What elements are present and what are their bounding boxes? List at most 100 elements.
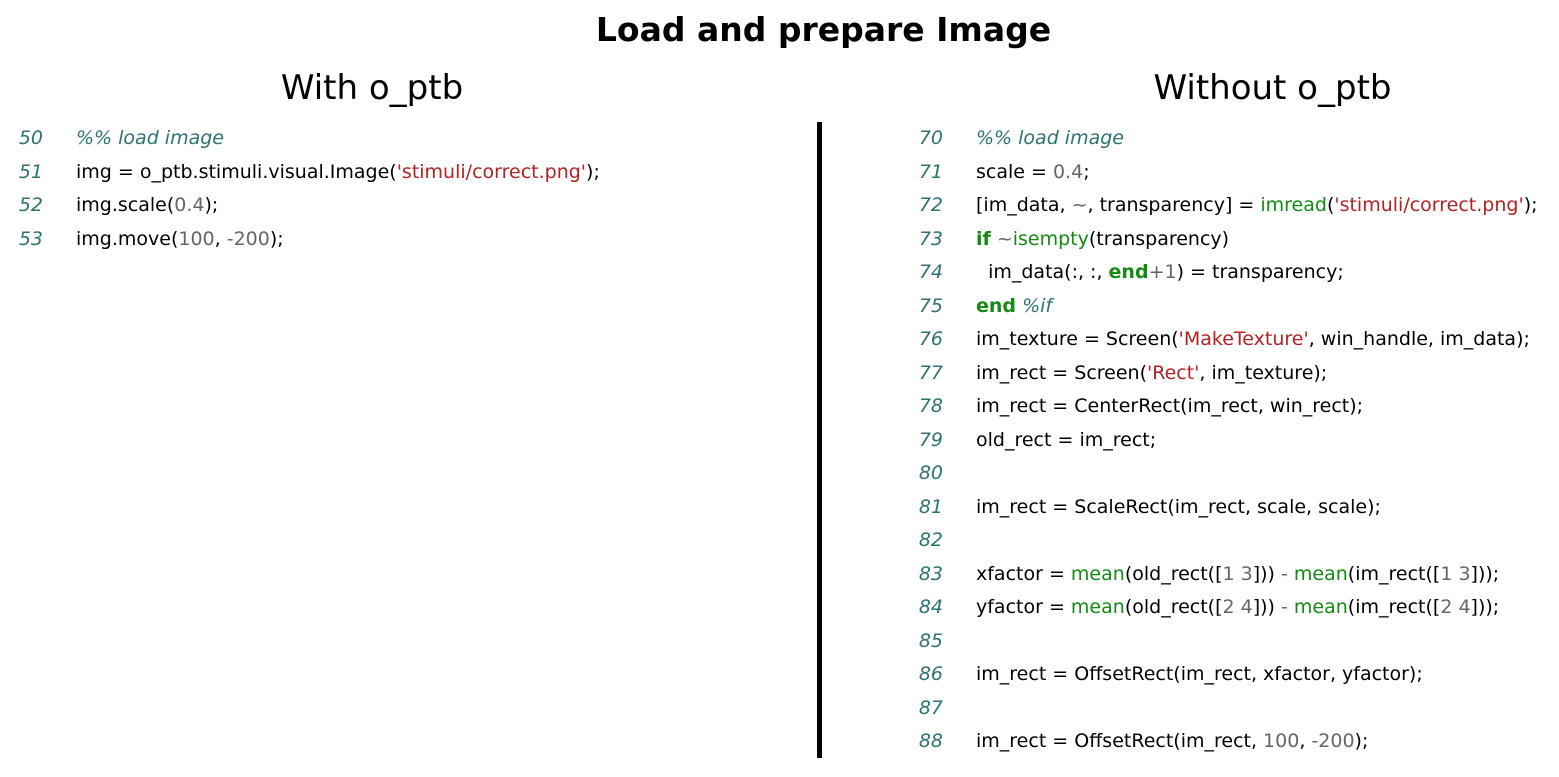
line-number: 74 <box>918 261 943 283</box>
code-line: 72 [im_data, ~, transparency] = imread('s… <box>900 189 1555 223</box>
code-token-plain: , win_handle, im_data); <box>1308 328 1530 350</box>
code-line: 86 im_rect = OffsetRect(im_rect, xfactor,… <box>900 658 1555 692</box>
code-token-plain: (im_rect([ <box>1347 562 1441 585</box>
code-token-comment: %if <box>1022 294 1053 317</box>
code-text: xfactor = mean(old_rect([1 3])) - mean(i… <box>976 558 1499 592</box>
code-text: end %if <box>976 290 1052 324</box>
code-token-number: 0.4 <box>1052 160 1084 183</box>
line-number: 71 <box>918 160 943 183</box>
code-token-string: 'MakeTexture' <box>1178 328 1309 350</box>
code-token-plain: im_rect = OffsetRect(im_rect, xfactor, y… <box>976 663 1423 685</box>
code-token-comment: %% load image <box>976 127 1124 149</box>
code-text: yfactor = mean(old_rect([2 4])) - mean(i… <box>976 591 1499 625</box>
right-code-panel: 70 %% load image 71 scale = 0.4; 72 [im_data,… <box>900 122 1555 759</box>
code-token-number: 2 4 <box>1222 596 1253 618</box>
code-token-number: 100 <box>178 227 215 250</box>
code-token-plain: [im_data, <box>976 194 1072 216</box>
code-text: im_texture = Screen('MakeTexture', win_h… <box>976 323 1530 357</box>
code-token-plain: (old_rect([ <box>1124 562 1223 585</box>
code-token-op: ~ <box>1071 194 1088 216</box>
code-token-number: 1 3 <box>1222 562 1253 585</box>
code-token-number: 2 4 <box>1440 596 1471 618</box>
code-token-plain: ); <box>269 227 284 250</box>
code-line: 50 %% load image <box>0 122 800 156</box>
code-text: img.scale(0.4); <box>76 189 218 223</box>
code-token-func: mean <box>1070 596 1125 618</box>
code-text: im_data(:, :, end+1) = transparency; <box>976 256 1344 290</box>
line-number: 88 <box>918 730 943 752</box>
code-token-op: - <box>1281 562 1288 585</box>
code-line: 71 scale = 0.4; <box>900 156 1555 190</box>
code-token-plain: ])) <box>1252 596 1281 618</box>
code-text: img.move(100, -200); <box>76 223 284 257</box>
code-token-plain: yfactor = <box>976 596 1071 618</box>
code-token-keyword: if <box>976 227 991 250</box>
code-token-op: - <box>1281 596 1288 618</box>
code-token-plain: im_rect = OffsetRect(im_rect, <box>976 730 1264 752</box>
code-text: scale = 0.4; <box>976 156 1090 190</box>
code-text: img = o_ptb.stimuli.visual.Image('stimul… <box>76 156 600 190</box>
left-column-heading: With o_ptb <box>280 68 464 108</box>
code-token-comment: %% load image <box>76 127 224 149</box>
code-token-plain: ); <box>1354 730 1369 752</box>
code-token-plain: , <box>1299 730 1312 752</box>
line-number: 51 <box>18 160 43 183</box>
code-token-plain: im_rect = CenterRect(im_rect, win_rect); <box>976 395 1364 417</box>
code-token-string: 'stimuli/correct.png' <box>1334 194 1524 216</box>
line-number: 72 <box>918 194 943 216</box>
code-token-plain: img = o_ptb.stimuli.visual.Image( <box>76 160 397 183</box>
code-token-plain: , im_texture); <box>1199 361 1328 384</box>
line-number: 75 <box>918 294 943 317</box>
code-token-keyword: end <box>976 294 1017 317</box>
code-token-func: mean <box>1070 562 1125 585</box>
code-text: [im_data, ~, transparency] = imread('sti… <box>976 189 1538 223</box>
code-text: if ~isempty(transparency) <box>976 223 1229 257</box>
code-token-number: 1 3 <box>1440 562 1471 585</box>
code-token-number: 0.4 <box>174 194 205 216</box>
code-token-plain: im_rect = Screen( <box>976 361 1147 384</box>
code-token-number: -200 <box>226 227 270 250</box>
line-number: 85 <box>918 629 943 652</box>
code-token-plain: old_rect = im_rect; <box>976 428 1157 451</box>
code-text: im_rect = Screen('Rect', im_texture); <box>976 357 1327 391</box>
line-number: 73 <box>918 227 943 250</box>
code-line: 87 <box>900 692 1555 726</box>
code-token-func: mean <box>1293 562 1348 585</box>
line-number: 86 <box>918 663 943 685</box>
code-token-func: imread <box>1260 194 1327 216</box>
code-token-plain: im_rect = ScaleRect(im_rect, scale, scal… <box>976 495 1381 518</box>
line-number: 70 <box>918 127 943 149</box>
line-number: 77 <box>918 361 943 384</box>
code-line: 80 <box>900 457 1555 491</box>
code-token-number: 100 <box>1263 730 1300 752</box>
code-line: 53 img.move(100, -200); <box>0 223 800 257</box>
code-line: 82 <box>900 524 1555 558</box>
line-number: 50 <box>18 127 43 149</box>
code-token-plain: ) = transparency; <box>1176 261 1344 283</box>
code-text: im_rect = ScaleRect(im_rect, scale, scal… <box>976 491 1381 525</box>
code-line: 76 im_texture = Screen('MakeTexture', win… <box>900 323 1555 357</box>
line-number: 53 <box>18 227 43 250</box>
code-token-op: ~ <box>996 227 1013 250</box>
code-token-plain: , transparency] = <box>1087 194 1261 216</box>
code-token-plain: scale = <box>976 160 1053 183</box>
line-number: 79 <box>918 428 943 451</box>
line-number: 76 <box>918 328 943 350</box>
code-line: 70 %% load image <box>900 122 1555 156</box>
code-line: 88 im_rect = OffsetRect(im_rect, 100, -20… <box>900 725 1555 759</box>
code-text: %% load image <box>976 122 1124 156</box>
code-token-plain: (old_rect([ <box>1124 596 1223 618</box>
code-token-plain: xfactor = <box>976 562 1071 585</box>
page-title: Load and prepare Image <box>595 10 1052 49</box>
left-code-panel: 50 %% load image 51 img = o_ptb.stimuli.vis… <box>0 122 800 256</box>
code-token-plain: ); <box>1523 194 1538 216</box>
line-number: 87 <box>918 696 943 719</box>
code-token-plain: , <box>214 227 227 250</box>
right-column-heading: Without o_ptb <box>1153 68 1392 108</box>
code-token-number: -200 <box>1311 730 1355 752</box>
code-text: im_rect = CenterRect(im_rect, win_rect); <box>976 390 1363 424</box>
code-text: old_rect = im_rect; <box>976 424 1156 458</box>
